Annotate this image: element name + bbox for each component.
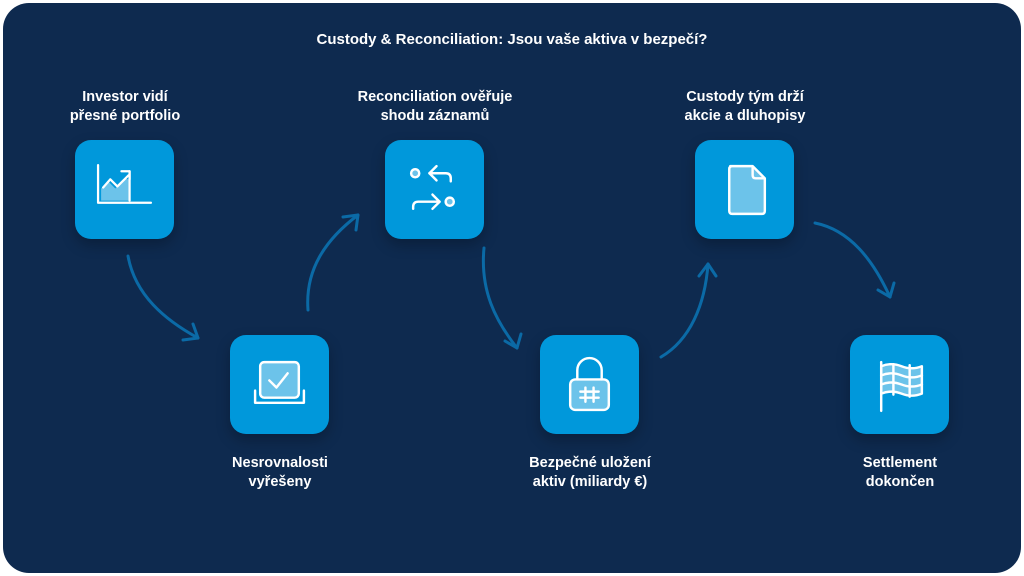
lock-icon	[568, 356, 611, 412]
arrow-4	[659, 262, 718, 359]
step-4-line2: aktiv (miliardy €)	[532, 474, 648, 490]
exchange-icon	[409, 164, 456, 211]
step-5-line1: Custody tým drží	[686, 89, 804, 105]
step-1-line1: Investor vidí	[82, 89, 168, 105]
diagram-panel	[3, 3, 1021, 573]
step-3-box	[385, 140, 484, 239]
step-3-line1: Reconciliation ověřuje	[357, 89, 513, 105]
step-2-label: Nesrovnalosti vyřešeny	[180, 454, 380, 492]
step-2-line1: Nesrovnalosti	[232, 455, 328, 471]
step-1-label: Investor vidí přesné portfolio	[25, 88, 225, 126]
step-4-box	[540, 335, 639, 434]
step-5-line2: akcie a dluhopisy	[684, 108, 806, 124]
step-5-label: Custody tým drží akcie a dluhopisy	[645, 88, 845, 126]
step-3-line2: shodu záznamů	[380, 108, 490, 124]
step-2-box	[230, 335, 329, 434]
step-6-label: Settlement dokončen	[800, 454, 1000, 492]
arrow-1	[126, 254, 200, 342]
step-6-box	[850, 335, 949, 434]
diagram-title: Custody & Reconciliation: Jsou vaše akti…	[316, 31, 708, 48]
step-1-box	[75, 140, 174, 239]
step-4-line1: Bezpečné uložení	[529, 455, 651, 471]
arrow-3	[481, 246, 523, 350]
step-3-label: Reconciliation ověřuje shodu záznamů	[335, 88, 535, 126]
step-5-box	[695, 140, 794, 239]
document-icon	[728, 164, 767, 216]
step-6-line2: dokončen	[865, 474, 935, 490]
step-6-line1: Settlement	[862, 455, 938, 471]
step-1-line2: přesné portfolio	[69, 108, 181, 124]
arrow-5	[813, 221, 896, 299]
checkbox-icon	[253, 360, 306, 405]
chart-icon	[96, 163, 153, 204]
arrow-2	[306, 213, 360, 312]
step-2-line2: vyřešeny	[248, 474, 312, 490]
flag-icon	[879, 360, 924, 413]
step-4-label: Bezpečné uložení aktiv (miliardy €)	[490, 454, 690, 492]
